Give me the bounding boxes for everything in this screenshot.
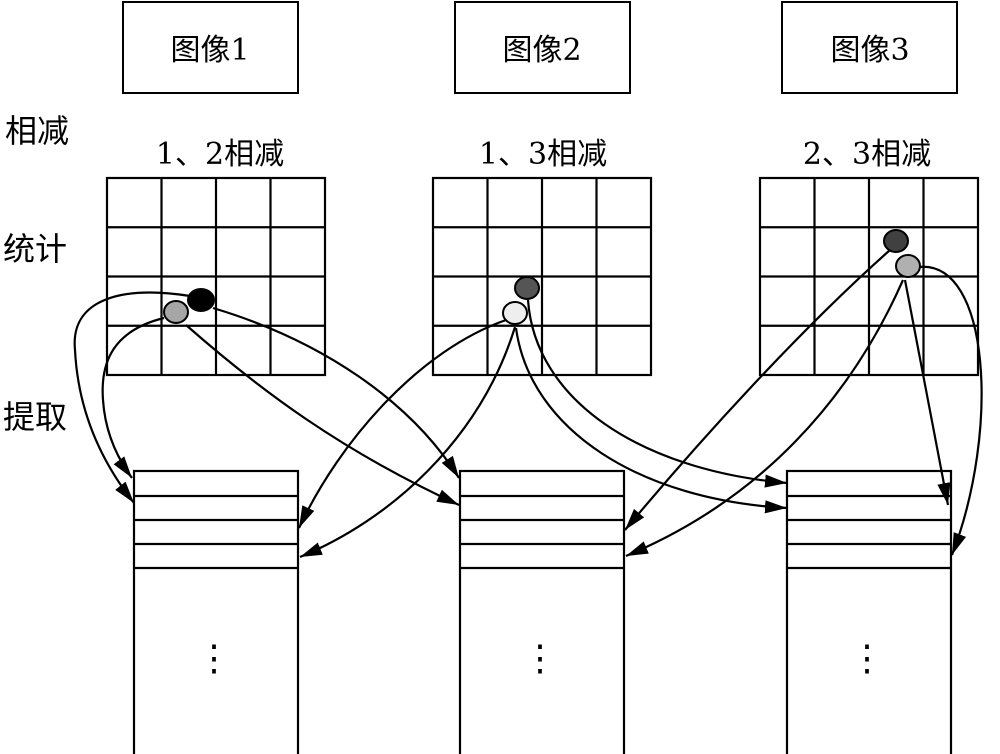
dot-g3-gray <box>895 254 921 278</box>
image-label-2: 图像2 <box>502 33 581 68</box>
feature-stack-3: ⋮ <box>785 469 953 754</box>
arrow-g1-black-to-s2 <box>212 306 460 479</box>
label-subtract: 相减 <box>5 112 69 150</box>
arrow-g2-light-to-s1-a <box>298 318 507 529</box>
caption-1-2: 1、2相减 <box>156 137 284 172</box>
difference-grid-2 <box>431 176 653 377</box>
image-label-1: 图像1 <box>170 33 249 68</box>
arrow-g1-gray-to-s1 <box>101 316 165 479</box>
difference-grid-3 <box>758 176 980 377</box>
caption-1-3: 1、3相减 <box>479 137 607 172</box>
label-statistics: 统计 <box>3 230 67 268</box>
dots <box>163 229 921 325</box>
feature-stack-2: ⋮ <box>458 469 626 754</box>
arrows <box>73 249 983 559</box>
dot-g3-dark <box>883 229 909 253</box>
arrow-g2-light-to-s1-b <box>299 326 517 559</box>
image-box-3: 图像3 <box>781 1 958 94</box>
dot-g2-dark <box>514 276 540 300</box>
ellipsis: ⋮ <box>849 638 885 679</box>
arrow-g3-gray-to-s2 <box>625 279 905 558</box>
arrow-g3-gray-to-s3-outer <box>918 265 983 556</box>
dot-g2-light <box>502 301 528 325</box>
arrow-g2-dark-to-s3 <box>526 299 788 488</box>
image-box-1: 图像1 <box>122 1 299 94</box>
label-extract: 提取 <box>3 398 67 436</box>
arrow-g1-black-to-s1 <box>73 291 191 504</box>
difference-grid-1 <box>105 176 327 377</box>
image-label-3: 图像3 <box>830 33 909 68</box>
dot-g1-gray <box>163 300 189 324</box>
arrow-g3-dark-to-s2 <box>624 249 891 531</box>
arrow-g2-light-to-s3 <box>514 327 788 514</box>
image-box-2: 图像2 <box>454 1 631 94</box>
dot-g1-black <box>187 288 215 312</box>
ellipsis: ⋮ <box>196 638 232 679</box>
ellipsis: ⋮ <box>522 638 558 679</box>
arrow-g3-gray-to-s3-inner <box>903 279 951 506</box>
feature-stack-1: ⋮ <box>132 469 300 754</box>
caption-2-3: 2、3相减 <box>803 137 931 172</box>
